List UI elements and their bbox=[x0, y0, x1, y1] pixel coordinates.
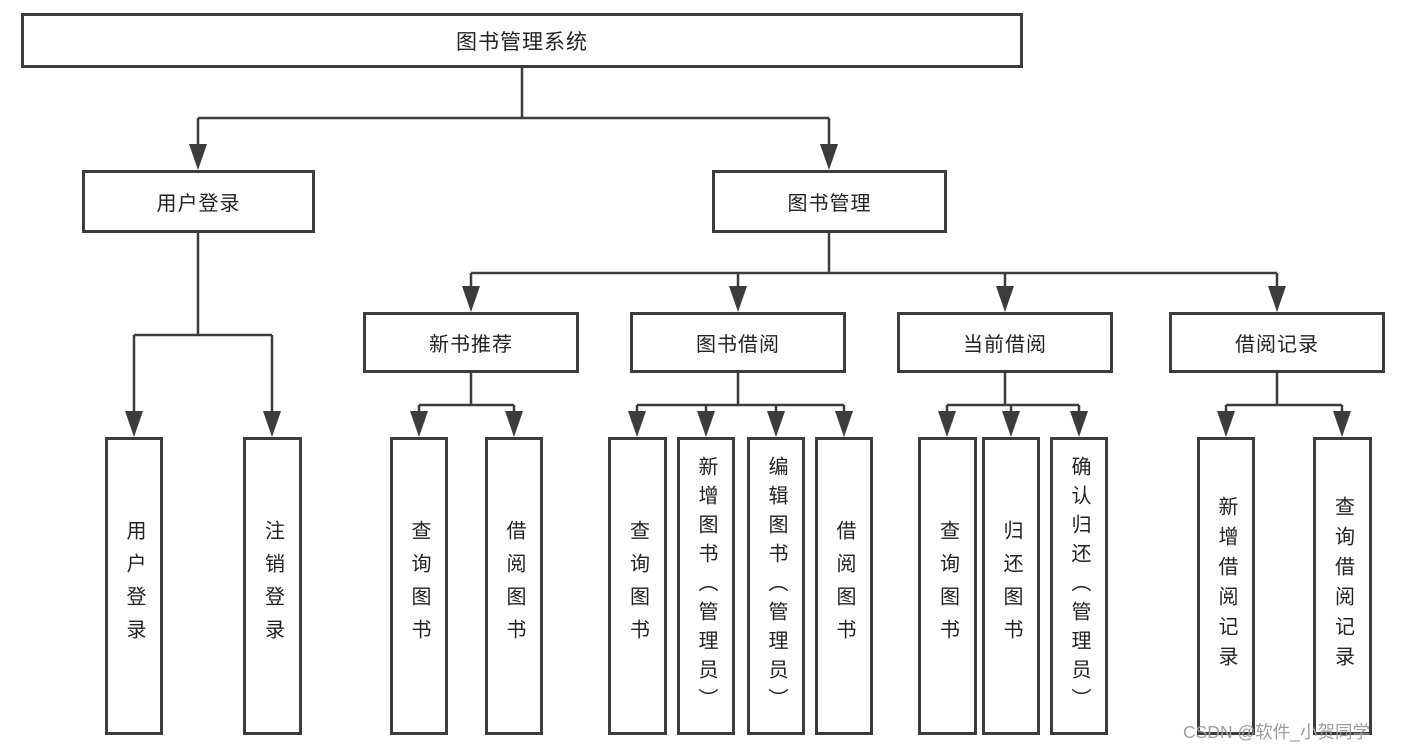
arrow-down-icon bbox=[996, 286, 1014, 312]
arrow-down-icon bbox=[1002, 411, 1020, 437]
arrow-down-icon bbox=[462, 286, 480, 312]
arrow-down-icon bbox=[938, 411, 956, 437]
arrow-down-icon bbox=[125, 411, 143, 437]
node-leaf-edit-books-admin: 编辑图书（管理员） bbox=[747, 437, 805, 735]
arrow-down-icon bbox=[263, 411, 281, 437]
node-user-login: 用户登录 bbox=[82, 170, 315, 233]
node-label: 新书推荐 bbox=[429, 334, 513, 356]
arrow-down-icon bbox=[1217, 411, 1235, 437]
node-new-book-recommend: 新书推荐 bbox=[363, 312, 579, 373]
node-label: 借阅图书 bbox=[503, 520, 525, 652]
arrow-down-icon bbox=[697, 411, 715, 437]
node-library-management-system: 图书管理系统 bbox=[21, 13, 1023, 68]
node-label: 注销登录 bbox=[261, 520, 284, 652]
node-borrowing-records: 借阅记录 bbox=[1169, 312, 1385, 373]
node-leaf-return-books: 归还图书 bbox=[982, 437, 1040, 735]
node-label: 当前借阅 bbox=[963, 334, 1047, 356]
arrow-down-icon bbox=[410, 411, 428, 437]
arrow-down-icon bbox=[767, 411, 785, 437]
node-label: 借阅图书 bbox=[833, 520, 855, 652]
node-label: 确认归还（管理员） bbox=[1068, 455, 1090, 717]
node-label: 归还图书 bbox=[1000, 520, 1022, 652]
arrow-down-icon bbox=[1070, 411, 1088, 437]
node-label: 用户登录 bbox=[123, 520, 145, 652]
node-label: 查询图书 bbox=[626, 520, 649, 652]
node-leaf-borrow-books: 借阅图书 bbox=[815, 437, 873, 735]
node-current-borrowing: 当前借阅 bbox=[897, 312, 1113, 373]
node-leaf-confirm-return-admin: 确认归还（管理员） bbox=[1050, 437, 1108, 735]
node-label: 查询图书 bbox=[408, 520, 430, 652]
node-leaf-logout: 注销登录 bbox=[243, 437, 302, 735]
node-book-management: 图书管理 bbox=[712, 170, 947, 233]
node-label: 新增图书（管理员） bbox=[695, 455, 717, 717]
arrow-down-icon bbox=[1333, 411, 1351, 437]
node-leaf-query-borrow-record: 查询借阅记录 bbox=[1313, 437, 1372, 735]
arrow-down-icon bbox=[729, 286, 747, 312]
node-label: 查询借阅记录 bbox=[1331, 496, 1354, 676]
node-leaf-user-login: 用户登录 bbox=[105, 437, 163, 735]
arrow-down-icon bbox=[820, 144, 838, 170]
arrowheads bbox=[125, 144, 1351, 437]
node-leaf-query-books-recommend: 查询图书 bbox=[390, 437, 448, 735]
node-leaf-add-books-admin: 新增图书（管理员） bbox=[677, 437, 735, 735]
node-label: 用户登录 bbox=[156, 193, 241, 215]
node-leaf-add-borrow-record: 新增借阅记录 bbox=[1197, 437, 1255, 735]
arrow-down-icon bbox=[628, 411, 646, 437]
node-leaf-borrow-books-recommend: 借阅图书 bbox=[485, 437, 543, 735]
node-label: 图书管理系统 bbox=[456, 30, 588, 54]
node-label: 新增借阅记录 bbox=[1215, 496, 1237, 676]
node-label: 借阅记录 bbox=[1235, 334, 1319, 356]
arrow-down-icon bbox=[505, 411, 523, 437]
arrow-down-icon bbox=[1268, 286, 1286, 312]
tree-connector-lines bbox=[132, 68, 1344, 413]
arrow-down-icon bbox=[189, 144, 207, 170]
node-label: 编辑图书（管理员） bbox=[765, 455, 787, 717]
csdn-watermark: CSDN @软件_小贺同学 bbox=[1183, 722, 1370, 742]
node-label: 查询图书 bbox=[936, 520, 959, 652]
node-book-borrowing: 图书借阅 bbox=[630, 312, 846, 373]
node-leaf-query-books-borrowing: 查询图书 bbox=[608, 437, 667, 735]
node-leaf-query-books-current: 查询图书 bbox=[918, 437, 977, 735]
node-label: 图书借阅 bbox=[696, 334, 780, 356]
arrow-down-icon bbox=[835, 411, 853, 437]
node-label: 图书管理 bbox=[787, 193, 872, 215]
